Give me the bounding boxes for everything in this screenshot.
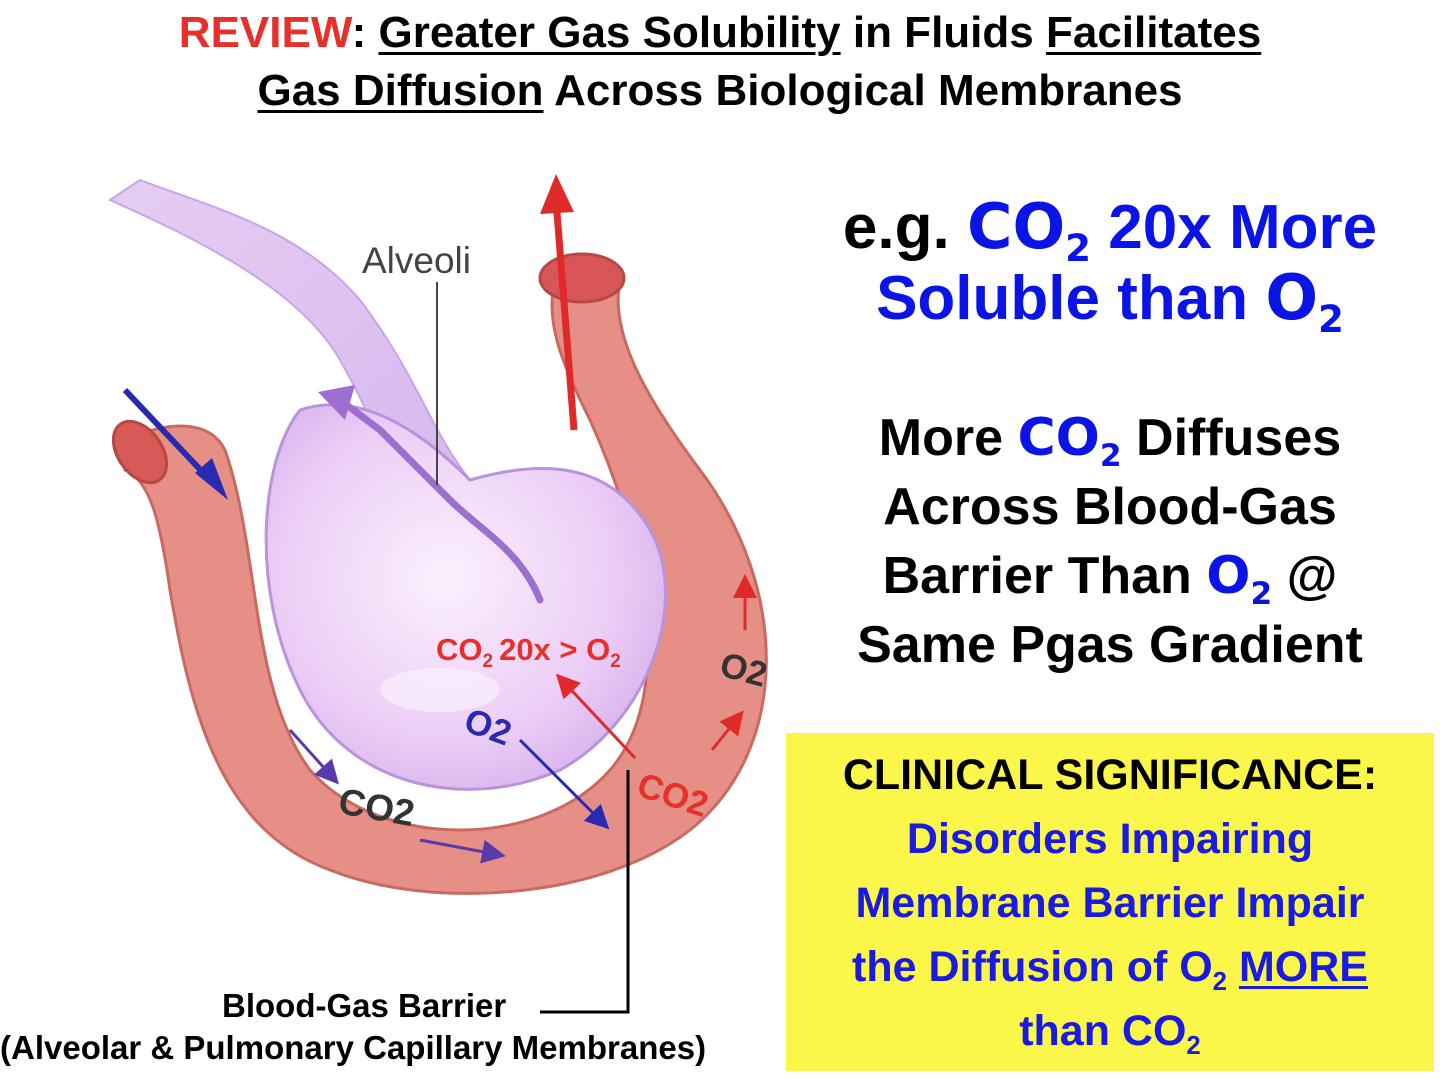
title-colon: : (351, 8, 367, 57)
title-in-fluids: in Fluids (852, 8, 1034, 57)
flow-arrow-bottom (419, 838, 506, 864)
diffusion-line-2: Across Blood-Gas (883, 478, 1337, 536)
barrier-subtitle: (Alveolar & Pulmonary Capillary Membrane… (0, 1029, 707, 1066)
diffusion-line-4: Same Pgas Gradient (857, 616, 1363, 674)
more-word: More (878, 409, 1004, 467)
clinical-line-2: Membrane Barrier Impair (855, 879, 1365, 927)
solubility-line-2: Soluble than O2 (800, 261, 1420, 342)
diffusion-line-1: More CO2 Diffuses (800, 404, 1420, 473)
inflow-arrowhead (195, 458, 228, 500)
alveolus-highlight (380, 668, 500, 712)
title-facilitates: Facilitates (1045, 8, 1262, 57)
inflow-arrow (122, 387, 213, 483)
airflow-arrowhead (318, 385, 355, 420)
slide-title: REVIEW: Greater Gas Solubility in Fluids… (0, 4, 1440, 120)
o2-diffusion-arrow (518, 738, 610, 830)
barrier-caption: Blood-Gas Barrier (Alveolar & Pulmonary … (0, 985, 780, 1069)
solubility-line-1: e.g. CO2 20x More (800, 190, 1420, 271)
co2-formula-2: CO2 (1017, 408, 1122, 474)
diffusion-statement: More CO2 Diffuses Across Blood-Gas Barri… (800, 404, 1420, 680)
eg-prefix: e.g. (842, 193, 950, 262)
clinical-significance-box: CLINICAL SIGNIFICANCE: Disorders Impairi… (786, 733, 1434, 1071)
diffuses-word: Diffuses (1136, 409, 1342, 467)
review-label: REVIEW (178, 8, 352, 57)
solubility-ratio: 20x More (1108, 193, 1378, 262)
co2-formula: CO2 (966, 190, 1092, 271)
soluble-than: Soluble than (876, 264, 1249, 333)
clinical-line-3: the Diffusion of O2 MORE (852, 943, 1368, 997)
outflow-arrowhead (540, 174, 574, 214)
barrier-than: Barrier Than (882, 547, 1192, 605)
title-line-2: Gas Diffusion Across Biological Membrane… (0, 62, 1440, 120)
title-solubility: Greater Gas Solubility (378, 8, 841, 57)
clinical-header: CLINICAL SIGNIFICANCE: (842, 751, 1378, 799)
vessel-opening-top (538, 252, 626, 304)
solubility-statement: e.g. CO2 20x More Soluble than O2 (800, 190, 1420, 342)
flow-arrow-right-1 (710, 710, 744, 751)
outflow-arrow (552, 199, 578, 431)
co2-diffusion-arrow (555, 673, 637, 760)
title-gas-diffusion: Gas Diffusion (257, 66, 544, 115)
title-across: Across Biological Membranes (554, 66, 1183, 115)
diffusion-line-3: Barrier Than O2 @ (800, 542, 1420, 611)
more-emphasis: MORE (1238, 943, 1368, 991)
title-line-1: REVIEW: Greater Gas Solubility in Fluids… (0, 4, 1440, 62)
vessel-opening-left (111, 419, 169, 485)
airflow-arrow (336, 396, 544, 604)
clinical-line-4: than CO2 (1019, 1007, 1201, 1061)
o2-formula: O2 (1265, 261, 1344, 342)
alveoli-label: Alveoli (362, 240, 471, 281)
barrier-leader-line (540, 770, 630, 1014)
clinical-line-1: Disorders Impairing (906, 815, 1314, 863)
barrier-title: Blood-Gas Barrier (222, 987, 507, 1024)
flow-arrow-left (288, 728, 340, 785)
at-sign: @ (1286, 547, 1338, 605)
o2-formula-2: O2 (1206, 546, 1273, 612)
